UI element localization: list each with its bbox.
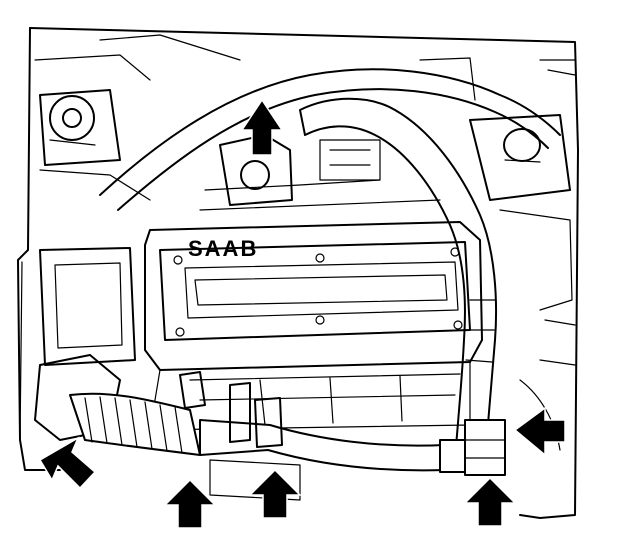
engine-lower-block <box>149 361 471 431</box>
left-strut-tower <box>34 34 241 201</box>
arrow-left-bottom <box>38 436 97 490</box>
arrow-bottom-3 <box>463 476 517 527</box>
arrow-bottom-2 <box>248 468 302 519</box>
right-components <box>419 57 576 451</box>
brand-logo-text: SAAB <box>188 236 258 261</box>
valve-cover: SAAB <box>144 221 483 371</box>
lower-fittings <box>179 371 301 501</box>
arrow-top-center <box>240 98 284 156</box>
throttle-body <box>199 134 441 211</box>
arrow-bottom-1 <box>163 478 217 529</box>
engine-bay-outline <box>17 27 579 519</box>
arrow-right <box>513 406 566 457</box>
lower-pipe <box>199 419 506 476</box>
strut-brace <box>99 68 561 211</box>
corrugated-hose <box>69 392 201 456</box>
